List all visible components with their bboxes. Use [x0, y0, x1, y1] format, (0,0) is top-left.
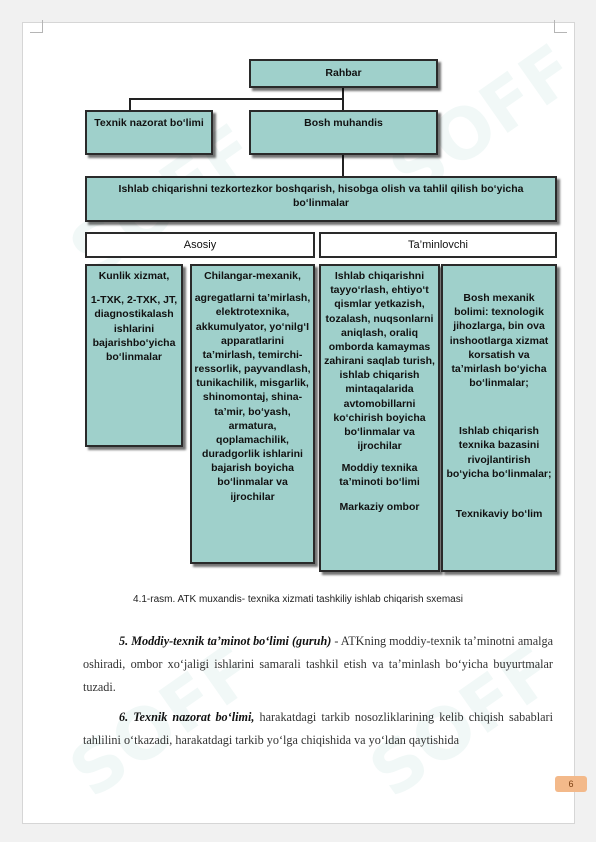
paragraph-text: - ATKning moddiy-texnik ta’minotni amalg… [83, 634, 554, 694]
column-text: agregatlarni ta’mirlash, elektrotexnika,… [194, 292, 311, 503]
texnik-nazorat-box: Texnik nazorat bo‘limi [85, 110, 213, 155]
column-text: Markaziy ombor [339, 500, 420, 513]
column-text: Ishlab chiqarish texnika bazasini rivojl… [446, 425, 552, 480]
bosh-mexanik-column: Bosh mexanik bolimi: texnologik jihozlar… [441, 264, 557, 572]
paragraph-heading: 5. Moddiy-texnik ta’minot bo‘limi (guruh… [119, 634, 332, 648]
ishlab-chiqarish-tayyorlash-column: Ishlab chiqarishni tayyo‘rlash, ehtiyo‘t… [319, 264, 440, 572]
asosiy-header: Asosiy [85, 232, 315, 258]
connector-line [342, 87, 344, 111]
column-text: Texnikaviy bo‘lim [455, 507, 543, 520]
column-text: Bosh mexanik bolimi: texnologik jihozlar… [449, 292, 549, 390]
figure-caption: 4.1-rasm. ATK muxandis- texnika xizmati … [133, 594, 463, 605]
bosh-muhandis-box: Bosh muhandis [249, 110, 438, 155]
ishlab-chiqarish-box: Ishlab chiqarishni tezkortezkor boshqari… [85, 176, 557, 222]
paragraph: 5. Moddiy-texnik ta’minot bo‘limi (guruh… [83, 630, 553, 699]
paragraph: 6. Texnik nazorat bo‘limi, harakatdagi t… [83, 706, 553, 752]
column-text: Chilangar-mexanik, [204, 270, 301, 282]
chilangar-mexanik-column: Chilangar-mexanik, agregatlarni ta’mirla… [190, 264, 315, 564]
column-text: Ishlab chiqarishni tayyo‘rlash, ehtiyo‘t… [324, 270, 435, 453]
connector-line [129, 98, 131, 118]
column-text: Moddiy texnika ta’minoti bo‘limi [339, 462, 420, 489]
kunlik-xizmat-column: Kunlik xizmat, 1-TXK, 2-TXK, JT, diagnos… [85, 264, 183, 447]
connector-line [342, 155, 344, 176]
corner-mark [30, 20, 43, 33]
taminlovchi-header: Ta’minlovchi [319, 232, 557, 258]
corner-mark [554, 20, 567, 33]
page-number-badge: 6 [555, 776, 587, 792]
column-text: 1-TXK, 2-TXK, JT, diagnostikalash ishlar… [90, 294, 178, 363]
column-text: Kunlik xizmat, [98, 270, 170, 282]
connector-line [129, 98, 344, 100]
paragraph-heading: 6. Texnik nazorat bo‘limi, [119, 710, 255, 724]
paragraph-text: harakatdagi tarkib nosozliklarining keli… [83, 710, 553, 747]
rahbar-box: Rahbar [249, 59, 438, 88]
